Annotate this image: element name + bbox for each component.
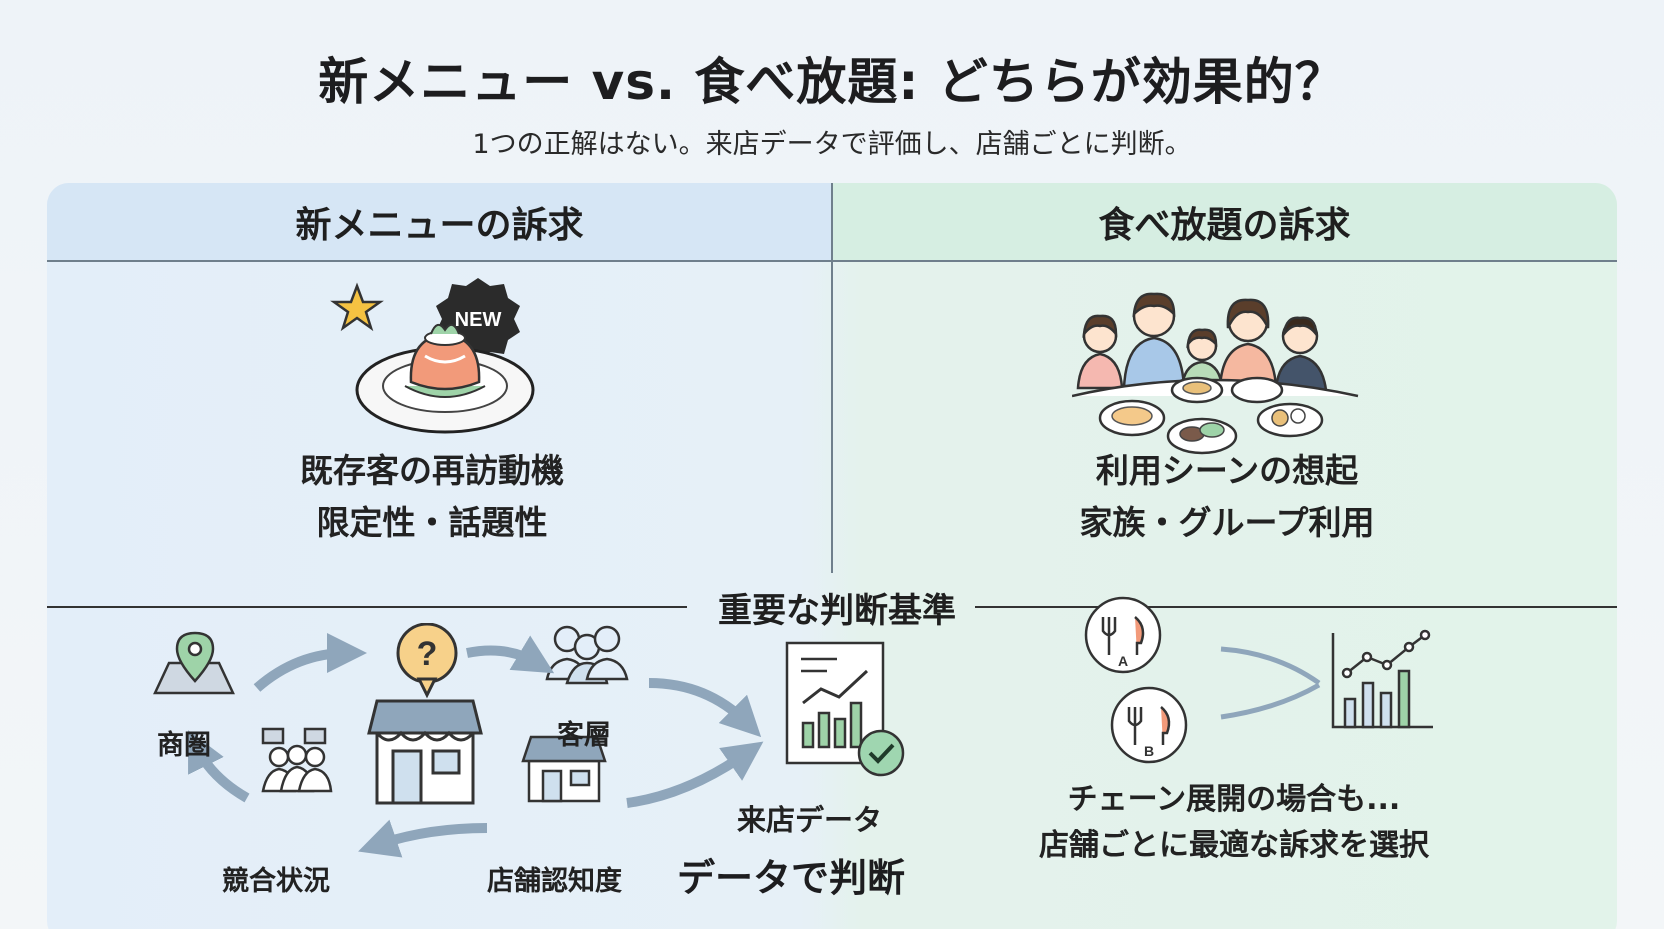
map-pin-icon [153,631,235,695]
buffet-caption-line1: 利用シーンの想起 [1095,451,1359,490]
plate-icon [1230,376,1284,404]
bar-chart-icon [1331,629,1433,729]
store-a-icon: A [1084,596,1162,674]
store-awareness-label: 店舗認知度 [487,866,622,897]
criteria-divider-left [47,606,687,608]
column-divider [831,183,833,573]
new-menu-caption: 既存客の再訪動機 限定性・話題性 [182,445,682,549]
person-icon [1274,316,1328,392]
merge-line-icon [1220,646,1321,686]
family-buffet-illustration [1072,292,1359,455]
store-a-letter: A [1118,653,1128,669]
chain-stores-diagram: A B [1084,596,1433,764]
customers-icon [545,625,629,685]
decision-label: データで判断 [677,856,906,900]
customer-base-label: 客層 [557,720,611,751]
chain-caption-line2: 店舗ごとに最適な訴求を選択 [1039,828,1429,863]
person-icon [1122,292,1186,390]
arrow-icon [358,819,488,858]
check-icon [868,743,895,764]
competition-label: 競合状況 [222,866,330,897]
store-question-icon: ? [367,623,483,805]
competitors-icon [261,727,333,793]
arrow-icon [626,741,764,808]
question-mark-text: ? [417,635,438,673]
arrow-icon [188,730,250,803]
chain-caption-line1: チェーン展開の場合も... [1067,782,1401,817]
new-menu-caption-line1: 既存客の再訪動機 [300,451,564,490]
new-menu-heading: 新メニューの訴求 [47,183,832,261]
new-dish-illustration: NEW [330,278,535,434]
visit-data-label: 来店データ [737,803,883,837]
criteria-heading: 重要な判断基準 [718,591,956,631]
store-b-letter: B [1144,743,1154,759]
buffet-caption-line2: 家族・グループ利用 [1079,503,1375,542]
report-chart-icon [785,641,905,777]
plate-icon [1256,402,1324,438]
page-subtitle: 1つの正解はない。来店データで評価し、店舗ごとに判断。 [472,129,1192,160]
comparison-panel: 新メニューの訴求 食べ放題の訴求 NEW 既存客の再訪動機 限定性・話題性 [47,183,1617,929]
trade-area-label: 商圏 [157,730,211,761]
arrow-icon [648,678,762,738]
page-title: 新メニュー vs. 食べ放題: どちらが効果的？ [318,53,1346,111]
criteria-divider-right [975,606,1617,608]
star-icon [330,282,384,332]
arrow-icon [466,635,555,674]
store-awareness-icon [521,735,607,803]
chain-caption: チェーン展開の場合も... 店舗ごとに最適な訴求を選択 [974,777,1494,869]
buffet-heading: 食べ放題の訴求 [832,183,1617,261]
person-icon [1218,298,1278,390]
merge-line-icon [1220,682,1321,720]
new-badge-text: NEW [455,309,502,331]
criteria-cycle-diagram: ? [153,623,905,858]
store-b-icon: B [1110,686,1188,764]
arrow-icon [253,633,367,692]
buffet-caption: 利用シーンの想起 家族・グループ利用 [977,445,1477,549]
new-menu-caption-line2: 限定性・話題性 [316,503,548,542]
person-icon [1076,314,1124,390]
